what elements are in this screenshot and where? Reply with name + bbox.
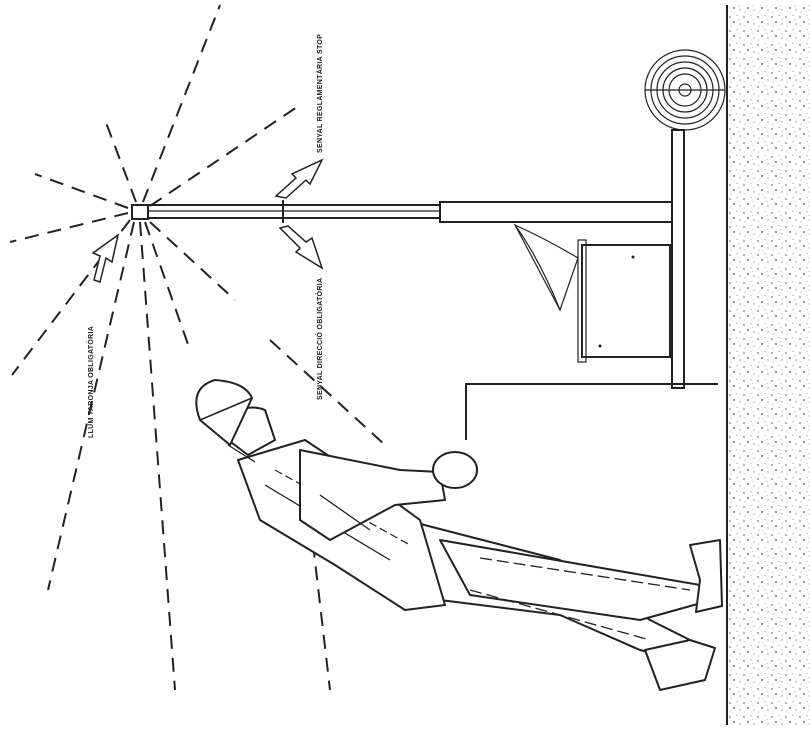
signal-mast [148,200,440,223]
ground [727,5,810,725]
worker-figure [196,380,722,690]
label-warning-light: LLUM TARONJA OBLIGATÒRIA [86,326,95,438]
cable-reel-icon [645,50,725,130]
label-stop-sign: SENYAL REGLAMENTÀRIA STOP [315,34,324,153]
machine-frame [440,130,718,440]
arrow-stop [276,160,322,198]
arrow-light [93,235,118,282]
arrow-direction [280,226,322,268]
label-direction-sign: SENYAL DIRECCIÓ OBLIGATÒRIA [315,278,324,400]
warning-light-icon [10,5,385,690]
